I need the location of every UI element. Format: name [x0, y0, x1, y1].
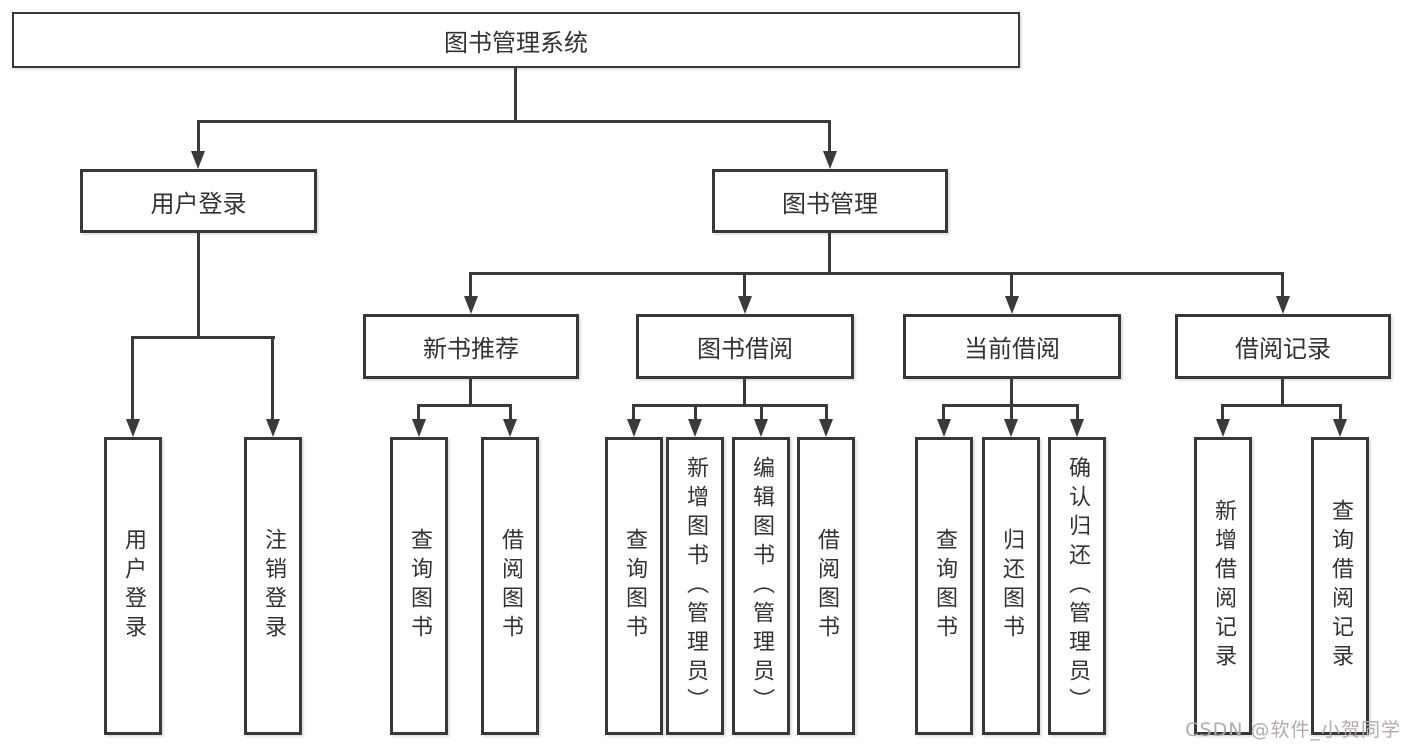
- edge-to-leaf-add-borrow-record: [1221, 404, 1224, 421]
- arrow-down-book-borrowing: [738, 296, 752, 314]
- arrow-down-user-login: [191, 151, 205, 169]
- node-library-management-system: 图书管理系统: [12, 12, 1020, 68]
- edge-to-leaf-confirm-return-admin: [1076, 404, 1079, 421]
- arrow-down-leaf-logout: [266, 419, 280, 437]
- edge-to-book-management: [828, 120, 831, 152]
- arrow-down-book-management: [823, 151, 837, 169]
- leaf-query-books-recommend: 查询图书: [390, 437, 448, 735]
- edge-current-borrowing-stem: [1010, 379, 1013, 406]
- arrow-down-leaf-borrow-books-recommend: [503, 419, 517, 437]
- edge-user-login-stem: [197, 233, 200, 337]
- leaf-confirm-return-admin: 确认归还（管理员）: [1048, 437, 1106, 735]
- node-borrowing-records: 借阅记录: [1175, 314, 1391, 379]
- edge-to-leaf-logout: [271, 336, 274, 421]
- edge-to-leaf-query-borrow-record: [1339, 404, 1342, 421]
- leaf-borrow-books-borrowing: 借阅图书: [797, 437, 855, 735]
- edge-new-book-recommend-bar: [417, 404, 511, 407]
- edge-to-leaf-borrow-books-recommend: [509, 404, 512, 421]
- edge-to-leaf-return-books: [1010, 404, 1013, 421]
- arrow-down-current-borrowing: [1005, 296, 1019, 314]
- leaf-return-books: 归还图书: [982, 437, 1040, 735]
- edge-borrowing-records-stem: [1281, 379, 1284, 406]
- node-new-book-recommend: 新书推荐: [363, 314, 579, 379]
- edge-root-stem: [514, 68, 517, 121]
- edge-to-current-borrowing: [1010, 272, 1013, 298]
- csdn-watermark: CSDN @软件_小贺同学: [1185, 719, 1401, 741]
- arrow-down-leaf-query-borrow-record: [1333, 419, 1347, 437]
- leaf-query-borrow-record: 查询借阅记录: [1311, 437, 1369, 735]
- leaf-user-login: 用户登录: [104, 437, 162, 735]
- arrow-down-leaf-edit-books-admin: [754, 419, 768, 437]
- edge-to-leaf-add-books-admin: [694, 404, 697, 421]
- edge-book-management-stem: [828, 233, 831, 274]
- arrow-down-leaf-add-borrow-record: [1216, 419, 1230, 437]
- arrow-down-leaf-user-login: [126, 419, 140, 437]
- edge-to-leaf-user-login: [131, 336, 134, 421]
- leaf-borrow-books-recommend: 借阅图书: [481, 437, 539, 735]
- leaf-add-books-admin: 新增图书（管理员）: [666, 437, 724, 735]
- leaf-query-books-current: 查询图书: [915, 437, 973, 735]
- arrow-down-leaf-borrow-books-borrowing: [819, 419, 833, 437]
- edge-book-borrowing-bar: [632, 404, 828, 407]
- edge-to-new-book-recommend: [469, 272, 472, 298]
- leaf-query-books-borrowing: 查询图书: [605, 437, 663, 735]
- leaf-add-borrow-record: 新增借阅记录: [1194, 437, 1252, 735]
- node-book-borrowing: 图书借阅: [636, 314, 854, 379]
- edge-to-user-login: [197, 120, 200, 152]
- arrow-down-leaf-return-books: [1004, 419, 1018, 437]
- arrow-down-leaf-add-books-admin: [688, 419, 702, 437]
- arrow-down-leaf-confirm-return-admin: [1070, 419, 1084, 437]
- edge-user-login-bar: [131, 336, 275, 339]
- leaf-logout: 注销登录: [244, 437, 302, 735]
- edge-to-borrowing-records: [1281, 272, 1284, 298]
- edge-to-book-borrowing: [743, 272, 746, 298]
- node-current-borrowing: 当前借阅: [903, 314, 1121, 379]
- edge-root-bar: [197, 120, 831, 123]
- edge-borrowing-records-bar: [1221, 404, 1342, 407]
- arrow-down-leaf-query-books-current: [937, 419, 951, 437]
- edge-to-leaf-borrow-books-borrowing: [825, 404, 828, 421]
- arrow-down-new-book-recommend: [464, 296, 478, 314]
- node-book-management: 图书管理: [712, 169, 948, 233]
- edge-book-management-bar: [469, 272, 1284, 275]
- arrow-down-leaf-query-books-recommend: [412, 419, 426, 437]
- arrow-down-leaf-query-books-borrowing: [627, 419, 641, 437]
- node-user-login: 用户登录: [80, 169, 317, 233]
- edge-to-leaf-query-books-recommend: [417, 404, 420, 421]
- edge-to-leaf-query-books-current: [942, 404, 945, 421]
- edge-to-leaf-edit-books-admin: [760, 404, 763, 421]
- edge-book-borrowing-stem: [743, 379, 746, 406]
- edge-new-book-recommend-stem: [469, 379, 472, 406]
- leaf-edit-books-admin: 编辑图书（管理员）: [732, 437, 790, 735]
- edge-to-leaf-query-books-borrowing: [632, 404, 635, 421]
- arrow-down-borrowing-records: [1276, 296, 1290, 314]
